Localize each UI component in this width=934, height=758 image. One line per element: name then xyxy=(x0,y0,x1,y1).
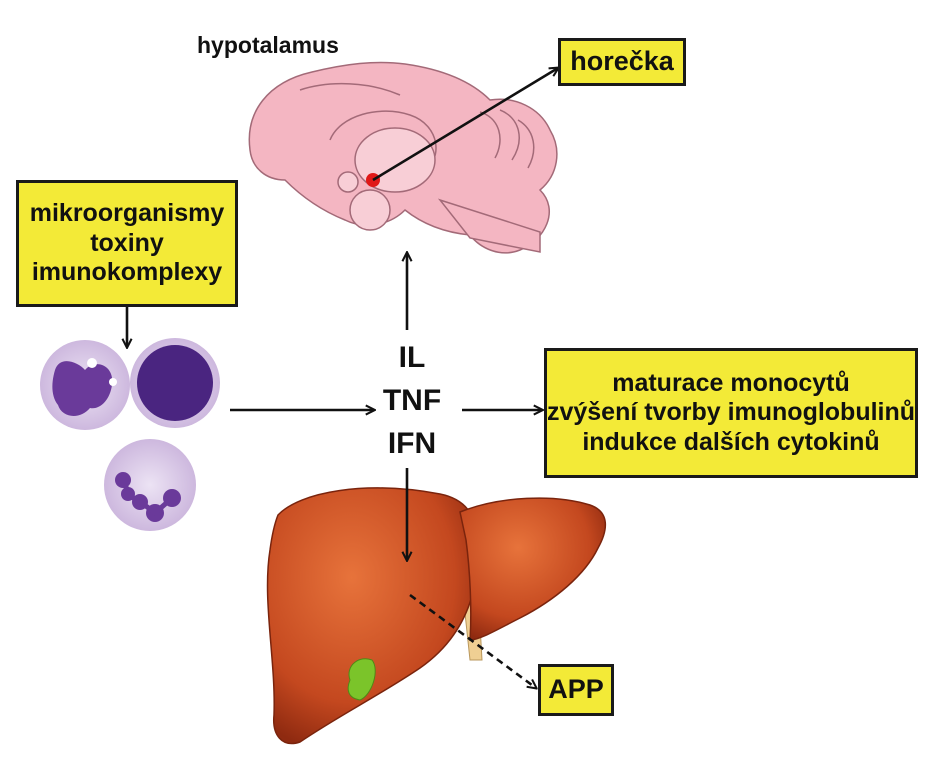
effect-immunoglobulins: zvýšení tvorby imunoglobulinů xyxy=(546,398,916,427)
cytokine-list: IL TNF IFN xyxy=(382,336,442,465)
cytokine-ifn: IFN xyxy=(387,427,437,460)
fever-label: horečka xyxy=(570,46,674,77)
trigger-microorganisms: mikroorganismy xyxy=(29,199,225,228)
app-label: APP xyxy=(548,674,604,705)
brain-icon xyxy=(248,61,558,254)
fever-box: horečka xyxy=(558,38,686,86)
effect-monocyte-maturation: maturace monocytů xyxy=(612,368,850,397)
app-box: APP xyxy=(538,664,614,716)
cytokine-tnf: TNF xyxy=(382,384,442,417)
trigger-toxins: toxiny xyxy=(90,228,164,257)
arrow-icon xyxy=(127,68,558,688)
leukocyte-icon xyxy=(40,338,220,531)
liver-icon xyxy=(266,487,606,745)
effects-box: maturace monocytů zvýšení tvorby imunogl… xyxy=(544,348,918,478)
hypothalamus-label: hypotalamus xyxy=(197,32,339,58)
trigger-immunocomplexes: imunokomplexy xyxy=(31,258,223,287)
triggers-box: mikroorganismy toxiny imunokomplexy xyxy=(16,180,238,307)
effect-cytokine-induction: indukce dalších cytokinů xyxy=(582,427,880,456)
cytokine-il: IL xyxy=(398,341,426,374)
